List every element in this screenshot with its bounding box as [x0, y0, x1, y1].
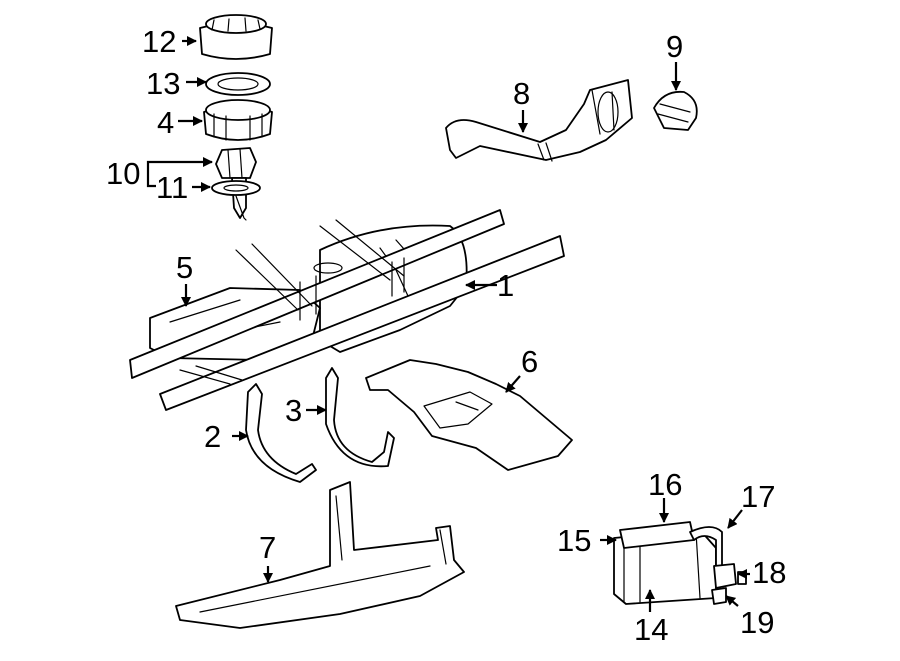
part-11-seal: [211, 180, 261, 196]
callout-19: 19: [740, 605, 774, 640]
callout-4: 4: [157, 105, 174, 140]
part-18-valve: [713, 563, 747, 589]
part-13-gasket: [205, 72, 271, 96]
frame-rails: [129, 209, 565, 411]
callout-7: 7: [259, 530, 276, 565]
callout-10: 10: [106, 156, 140, 191]
callout-15: 15: [557, 523, 591, 558]
part-3-tank-strap: [325, 367, 395, 468]
callout-2: 2: [204, 419, 221, 454]
callout-17: 17: [741, 479, 775, 514]
callout-labels: 12 13 4 10 11 5 1 8 9 2 3 6 7 15 16 17 1…: [106, 24, 786, 647]
part-8-filler-pipe: [445, 79, 633, 162]
callout-8: 8: [513, 76, 530, 111]
callout-9: 9: [666, 29, 683, 64]
callout-6: 6: [521, 344, 538, 379]
part-2-tank-strap: [245, 383, 317, 483]
callout-5: 5: [176, 250, 193, 285]
leader-lines: [146, 36, 750, 612]
callout-3: 3: [285, 393, 302, 428]
callout-13: 13: [146, 66, 180, 101]
part-9-fuel-cap: [653, 90, 698, 131]
callout-14: 14: [634, 612, 668, 647]
part-12-lock-ring: [199, 14, 273, 60]
part-19-connector: [711, 587, 727, 605]
callout-18: 18: [752, 555, 786, 590]
callout-12: 12: [142, 24, 176, 59]
callout-1: 1: [497, 268, 514, 303]
callout-11: 11: [156, 170, 188, 205]
callout-16: 16: [648, 467, 682, 502]
part-4-lock-ring: [203, 99, 273, 141]
part-6-shield: [365, 359, 573, 471]
part-7-skid-plate: [175, 481, 465, 629]
